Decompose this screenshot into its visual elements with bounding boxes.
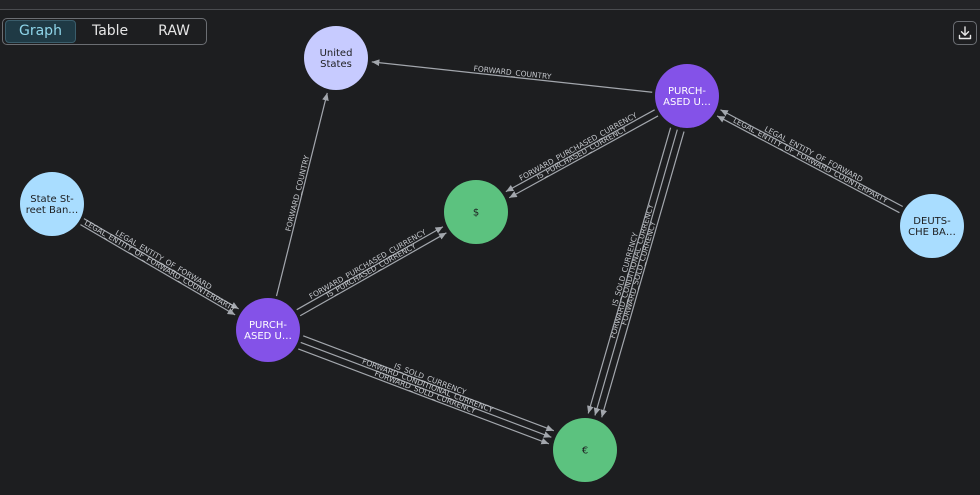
edges-layer: FORWARD_COUNTRYIS_PURCHASED_CURRENCYFORW… bbox=[80, 59, 904, 445]
download-icon bbox=[958, 26, 972, 40]
graph-edge[interactable]: LEGAL_ENTITY_OF_FORWARD bbox=[720, 109, 904, 208]
graph-edge[interactable]: FORWARD_SOLD_CURRENCY bbox=[298, 348, 550, 445]
node-circle[interactable] bbox=[236, 298, 300, 362]
node-label: State St- bbox=[30, 194, 74, 205]
edge-line[interactable] bbox=[600, 131, 685, 418]
download-button[interactable] bbox=[953, 21, 977, 45]
node-circle[interactable] bbox=[20, 172, 84, 236]
graph-edge[interactable]: IS_SOLD_CURRENCY bbox=[587, 127, 672, 414]
graph-node-pu-left[interactable]: PURCH-ASED U… bbox=[236, 298, 300, 362]
node-circle[interactable] bbox=[655, 64, 719, 128]
node-circle[interactable] bbox=[553, 418, 617, 482]
edge-label: FORWARD_COUNTRY bbox=[284, 154, 312, 232]
node-label: DEUTS- bbox=[913, 216, 951, 227]
view-tabs: Graph Table RAW bbox=[2, 18, 207, 45]
edge-line[interactable] bbox=[300, 341, 552, 438]
graph-edge[interactable]: FORWARD_CONDITIONAL_CURRENCY bbox=[593, 129, 678, 416]
edge-label: FORWARD_COUNTRY bbox=[473, 64, 552, 81]
node-label: $ bbox=[473, 208, 479, 219]
edge-line[interactable] bbox=[298, 348, 550, 445]
graph-node-eur[interactable]: € bbox=[553, 418, 617, 482]
graph-node-usd[interactable]: $ bbox=[444, 180, 508, 244]
node-circle[interactable] bbox=[304, 26, 368, 90]
graph-node-ssb[interactable]: State St-reet Ban… bbox=[20, 172, 84, 236]
edge-line[interactable] bbox=[275, 92, 329, 297]
tab-graph[interactable]: Graph bbox=[5, 20, 76, 43]
top-bar bbox=[0, 0, 980, 10]
graph-edge[interactable]: FORWARD_COUNTRY bbox=[275, 92, 329, 297]
edge-label: IS_PURCHASED_CURRENCY bbox=[325, 241, 418, 299]
edge-line[interactable] bbox=[720, 109, 904, 208]
graph-edge[interactable]: LEGAL_ENTITY_OF_FORWARD_COUNTERPARTY bbox=[80, 218, 238, 316]
edge-label: IS_PURCHASED_CURRENCY bbox=[535, 124, 629, 181]
tab-raw[interactable]: RAW bbox=[158, 23, 190, 39]
graph-edge[interactable]: LEGAL_ENTITY_OF_FORWARD_COUNTERPARTY bbox=[716, 115, 900, 214]
node-label: ASED U… bbox=[244, 331, 292, 342]
node-label: € bbox=[582, 446, 588, 457]
node-label: reet Ban… bbox=[26, 205, 79, 216]
graph-node-pu-top[interactable]: PURCH-ASED U… bbox=[655, 64, 719, 128]
node-label: PURCH- bbox=[668, 86, 706, 97]
edge-line[interactable] bbox=[371, 59, 653, 93]
node-label: States bbox=[320, 59, 352, 70]
graph-edge[interactable]: FORWARD_COUNTRY bbox=[371, 59, 653, 93]
edge-label: LEGAL_ENTITY_OF_FORWARD bbox=[763, 124, 865, 184]
graph-node-db[interactable]: DEUTS-CHE BA… bbox=[900, 194, 964, 258]
graph-edge[interactable]: FORWARD_PURCHASED_CURRENCY bbox=[505, 109, 655, 193]
node-circle[interactable] bbox=[900, 194, 964, 258]
edge-line[interactable] bbox=[302, 335, 555, 432]
tab-table[interactable]: Table bbox=[91, 23, 129, 39]
graph-edge[interactable]: IS_PURCHASED_CURRENCY bbox=[508, 115, 659, 199]
edge-line[interactable] bbox=[299, 232, 447, 317]
node-label: ASED U… bbox=[663, 97, 711, 108]
node-label: United bbox=[320, 48, 353, 59]
node-label: CHE BA… bbox=[908, 227, 956, 238]
edge-line[interactable] bbox=[505, 109, 655, 193]
edge-line[interactable] bbox=[587, 127, 672, 414]
graph-edge[interactable]: IS_PURCHASED_CURRENCY bbox=[299, 232, 447, 317]
edge-line[interactable] bbox=[508, 115, 659, 199]
edge-line[interactable] bbox=[716, 115, 900, 214]
edge-label: LEGAL_ENTITY_OF_FORWARD_COUNTERPARTY bbox=[83, 218, 238, 313]
node-label: PURCH- bbox=[249, 320, 287, 331]
graph-edge[interactable]: FORWARD_SOLD_CURRENCY bbox=[600, 131, 685, 418]
edge-label: FORWARD_PURCHASED_CURRENCY bbox=[518, 111, 639, 183]
edge-line[interactable] bbox=[83, 218, 239, 310]
edge-line[interactable] bbox=[593, 129, 678, 416]
node-circle[interactable] bbox=[444, 180, 508, 244]
edge-line[interactable] bbox=[296, 226, 444, 311]
edge-line[interactable] bbox=[80, 224, 236, 316]
edge-label: LEGAL_ENTITY_OF_FORWARD_COUNTERPARTY bbox=[732, 116, 890, 206]
